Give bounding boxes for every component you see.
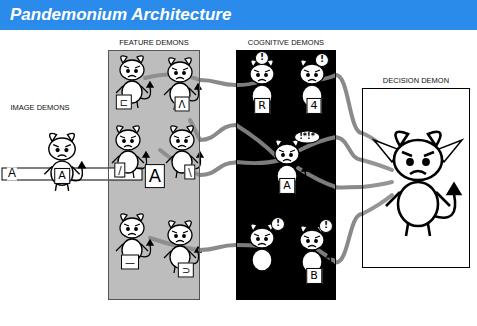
title-banner: Pandemonium Architecture [0, 0, 477, 30]
signal-connector [336, 75, 362, 133]
exclaim-bubble: ! [271, 217, 285, 231]
group-heading: IMAGE DEMONS [9, 104, 70, 112]
panel-heading: DECISION DEMON [383, 76, 449, 85]
feature-card: \ [184, 165, 195, 180]
cognitive-demon [246, 224, 283, 276]
feature-card: ⊃ [178, 263, 194, 278]
decision-demon [374, 132, 462, 236]
panel-heading: COGNITIVE DEMONS [248, 38, 324, 47]
feature-card: Λ [175, 97, 190, 112]
letter-card: A [145, 164, 165, 188]
signal-connector [336, 214, 362, 263]
signal-connector [336, 138, 362, 161]
feature-card: / [114, 163, 125, 178]
letter-card: A [279, 178, 295, 194]
decision-panel-ground [362, 88, 470, 268]
decision-panel: DECISION DEMON [362, 88, 470, 268]
signal-connector [200, 80, 236, 85]
signal-connector [336, 185, 362, 190]
signal-connector [200, 163, 236, 176]
panel-heading: FEATURE DEMONS [119, 38, 188, 47]
feature-demon [112, 126, 149, 178]
cognitive-panel-ground [236, 50, 336, 300]
cognitive-panel: COGNITIVE DEMONS [236, 50, 336, 300]
letter-card: B [306, 268, 322, 284]
exclaim-bubble: ! [315, 53, 329, 67]
letter-card: A [54, 168, 70, 184]
signal-connector [200, 245, 236, 250]
input-letter: A [7, 167, 17, 180]
signal-connector [200, 125, 236, 140]
letter-card: 4 [307, 98, 322, 114]
feature-panel-ground [108, 50, 200, 300]
exclaim-bubble: ! [319, 219, 333, 233]
exclaim-bubble: ! [255, 51, 269, 65]
feature-card: — [121, 255, 139, 270]
feature-card: ⊏ [116, 95, 132, 110]
title-text: Pandemonium Architecture [0, 0, 477, 25]
image-demon [44, 133, 85, 190]
letter-card: R [254, 98, 270, 114]
exclaim-bubble: !*!* [294, 131, 320, 144]
